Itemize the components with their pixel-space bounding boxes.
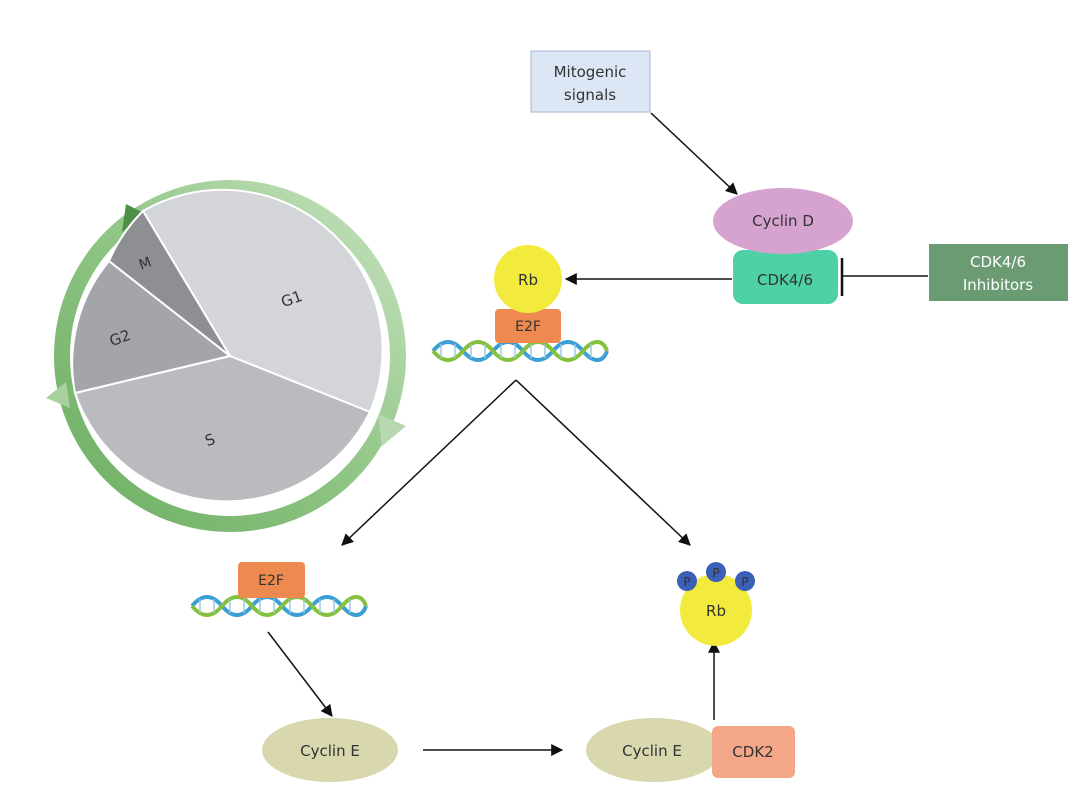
cdk46-label: CDK4/6: [757, 271, 813, 289]
arrow-complex-to-prb: [515, 379, 691, 546]
rb-top-node: [494, 245, 562, 313]
arrow-mitogen-to-cyclind: [650, 112, 738, 195]
phosphate-icon: [735, 571, 755, 591]
cycle-ring: [54, 180, 406, 532]
phase-m-label: M: [137, 254, 154, 273]
free-e2f-dna-complex: E2F: [190, 562, 368, 617]
e2f-bottom-node: [238, 562, 305, 598]
cdk46-node: [733, 250, 838, 304]
cyclin-e-left-label: Cyclin E: [300, 742, 360, 760]
phosphate-label: P: [683, 575, 690, 589]
rb-top-label: Rb: [518, 271, 538, 289]
phase-m-slice: [107, 209, 231, 357]
phase-s-slice: [73, 354, 372, 503]
dna-helix-icon: [190, 595, 368, 617]
inhibitors-label-line2: Inhibitors: [963, 276, 1034, 294]
cell-cycle-wheel: G1 S G2 M: [46, 180, 406, 532]
phosphate-icon: [677, 571, 697, 591]
rb-e2f-dna-complex: E2F Rb: [431, 245, 609, 362]
cdk2-label: CDK2: [732, 743, 773, 761]
mitogenic-signals-node: Mitogenic signals: [530, 50, 651, 113]
cyclin-d-node: [713, 188, 853, 254]
ring-arrow-icon: [46, 382, 70, 408]
phosphate-label: P: [741, 575, 748, 589]
e2f-top-label: E2F: [515, 319, 541, 335]
e2f-top-node: [495, 309, 561, 343]
cyclin-e-cdk2-complex: Cyclin E CDK2: [586, 718, 795, 782]
rb-phospho-label: Rb: [706, 602, 726, 620]
phosphate-label: P: [712, 566, 719, 580]
phosphate-icon: [706, 562, 726, 582]
cyclin-d-label: Cyclin D: [752, 212, 814, 230]
arrow-complex-to-e2f: [341, 379, 517, 546]
rb-phospho-body: [680, 574, 752, 646]
ring-arrow-icon: [122, 204, 146, 232]
phase-g1-slice: [141, 188, 384, 414]
ring-arrow-icon: [378, 414, 406, 446]
arrow-e2f-to-cycline: [267, 631, 333, 717]
e2f-bottom-label: E2F: [258, 573, 284, 589]
cyclin-d-cdk46-complex: Cyclin D CDK4/6: [713, 188, 853, 304]
inhibitors-label-line1: CDK4/6: [970, 253, 1026, 271]
cdk46-inhibitors-node: CDK4/6 Inhibitors: [929, 244, 1068, 301]
mitogenic-label-line2: signals: [564, 86, 616, 104]
phosphorylated-rb-node: Rb P P P: [677, 562, 755, 646]
cyclin-e-right-node: [586, 718, 722, 782]
cdk2-node: [712, 726, 795, 778]
cyclin-e-left-node: Cyclin E: [262, 718, 398, 782]
cyclin-e-right-label: Cyclin E: [622, 742, 682, 760]
connectors: [267, 112, 928, 756]
phase-g2-slice: [71, 259, 233, 395]
mitogenic-label-line1: Mitogenic: [554, 63, 627, 81]
dna-helix-icon: [431, 340, 609, 362]
